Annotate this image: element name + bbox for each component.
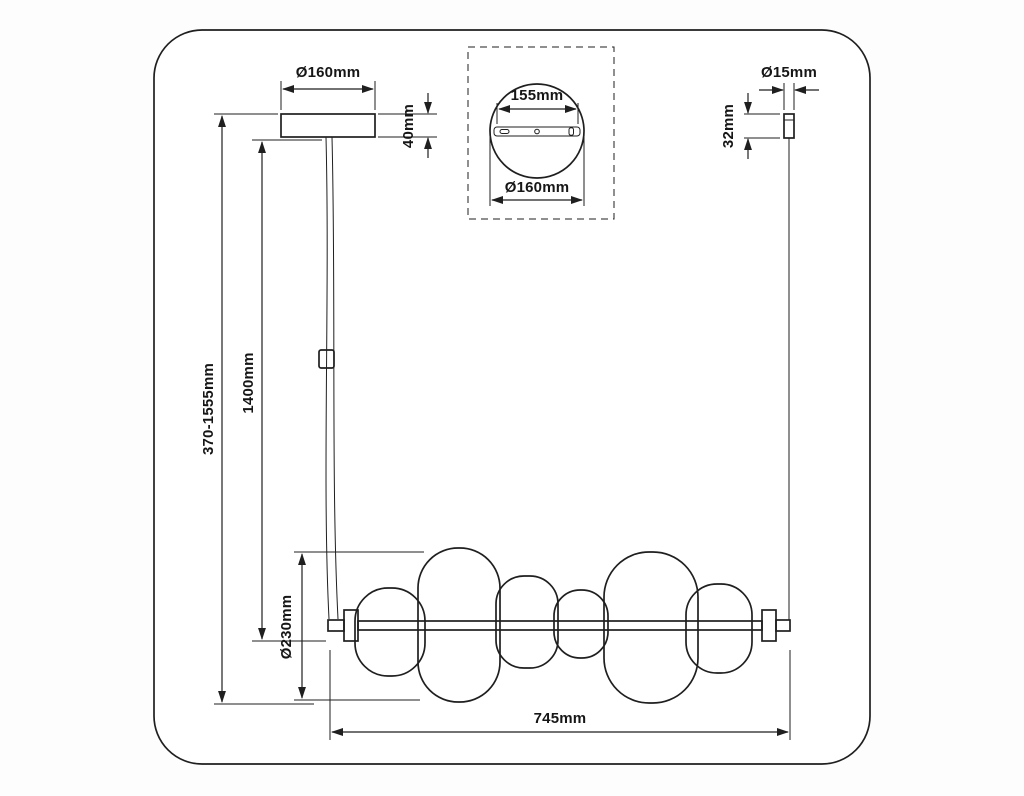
overall-height-label: 370-1555mm [200,363,217,455]
suspension-cables-group [318,136,790,620]
mount-slot-left [499,129,510,134]
mount-plate-detail-group: 155mm Ø160mm [467,46,615,220]
cord-grip-group: Ø15mm 32mm [720,64,819,159]
grip-diameter-label: Ø15mm [761,64,817,81]
mount-bracket [493,126,581,137]
mount-hole-center [534,128,540,135]
lamp-body-group [327,547,791,704]
grip-height-label: 32mm [720,104,737,148]
lamp-stub-left [327,619,345,632]
detail-view-frame [467,46,615,220]
left-cable [331,136,339,620]
glass-bubble-5 [603,551,699,704]
glass-bubble-2 [417,547,501,703]
plate-diameter-label: Ø160mm [505,179,570,196]
mount-slot-right [568,127,574,136]
fixture-width-label: 745mm [534,710,587,727]
canopy-group: Ø160mm 40mm [280,64,437,158]
canopy-body [280,113,376,138]
lamp-stub-right [775,619,791,632]
glass-bubble-6 [685,583,753,674]
cable-connector [318,349,335,369]
glass-bubble-1 [354,587,426,677]
width-dimension-group: 745mm [329,650,791,740]
mount-plate-circle [489,83,585,179]
glass-bubble-3 [495,575,559,669]
cable-length-label: 1400mm [240,352,257,413]
overall-dimensions-group: 370-1555mm 1400mm Ø230mm [200,113,424,705]
left-cable [325,136,330,620]
canopy-height-label: 40mm [400,104,417,148]
shade-height-label: Ø230mm [278,595,295,660]
plate-hole-spacing-label: 155mm [511,87,564,104]
canopy-diameter-label: Ø160mm [296,64,361,81]
glass-bubble-4 [553,589,609,659]
